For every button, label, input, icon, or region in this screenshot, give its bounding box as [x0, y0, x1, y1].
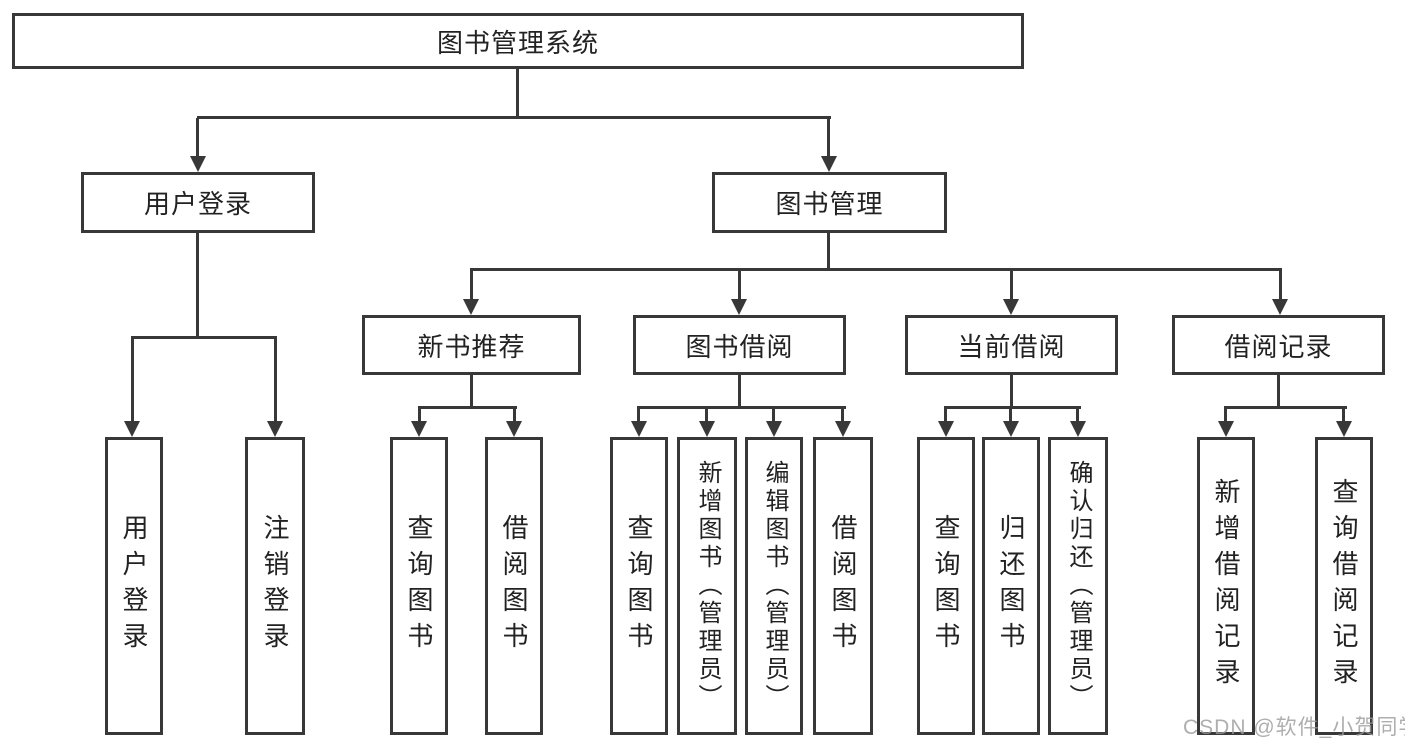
arrowhead-icon — [731, 299, 747, 315]
tree-connector — [1009, 408, 1012, 423]
arrowhead-icon — [267, 421, 283, 437]
tree-connector — [841, 408, 844, 423]
leaf-add-borrow-record: 新增借阅记录 — [1197, 437, 1255, 735]
leaf-borrow-books-recommend: 借阅图书 — [485, 437, 543, 735]
arrowhead-icon — [411, 421, 427, 437]
tree-connector — [513, 408, 516, 423]
tree-connector — [418, 406, 517, 409]
leaf-query-borrow-record: 查询借阅记录 — [1315, 437, 1373, 735]
leaf-borrow-books-borrowing: 借阅图书 — [813, 437, 873, 735]
tree-connector — [827, 233, 830, 270]
arrowhead-icon — [463, 299, 479, 315]
tree-connector — [738, 375, 741, 409]
arrowhead-icon — [190, 156, 206, 172]
tree-connector — [1279, 270, 1282, 299]
tree-connector — [944, 406, 1081, 409]
tree-connector — [1224, 408, 1227, 423]
tree-connector — [196, 233, 199, 339]
arrowhead-icon — [1070, 421, 1086, 437]
node-user-login: 用户登录 — [81, 172, 315, 233]
arrowhead-icon — [938, 421, 954, 437]
tree-connector — [470, 270, 473, 299]
arrowhead-icon — [506, 421, 522, 437]
node-borrowing-records: 借阅记录 — [1172, 315, 1385, 375]
tree-connector — [772, 408, 775, 423]
arrowhead-icon — [1218, 421, 1234, 437]
leaf-edit-book-admin: 编辑图书（管理员） — [745, 437, 803, 735]
arrowhead-icon — [766, 421, 782, 437]
tree-connector — [827, 118, 830, 158]
tree-connector — [637, 408, 640, 423]
tree-connector — [1010, 375, 1013, 409]
tree-connector — [1224, 406, 1347, 409]
tree-connector — [1010, 270, 1013, 299]
tree-connector — [944, 408, 947, 423]
tree-connector — [196, 118, 199, 158]
leaf-query-books-current: 查询图书 — [917, 437, 975, 735]
arrowhead-icon — [821, 156, 837, 172]
tree-connector — [131, 336, 277, 339]
arrowhead-icon — [835, 421, 851, 437]
tree-connector — [516, 68, 519, 118]
node-new-book-recommendation: 新书推荐 — [362, 315, 581, 375]
tree-connector — [705, 408, 708, 423]
arrowhead-icon — [1003, 299, 1019, 315]
tree-connector — [470, 375, 473, 409]
tree-connector — [418, 408, 421, 423]
leaf-return-book: 归还图书 — [982, 437, 1040, 735]
tree-connector — [1342, 408, 1345, 423]
arrowhead-icon — [631, 421, 647, 437]
tree-connector — [274, 338, 277, 422]
tree-connector — [1076, 408, 1079, 423]
leaf-logout: 注销登录 — [245, 437, 305, 735]
arrowhead-icon — [1336, 421, 1352, 437]
tree-connector — [738, 270, 741, 299]
node-book-borrowing: 图书借阅 — [633, 315, 846, 375]
leaf-query-books-borrowing: 查询图书 — [610, 437, 668, 735]
arrowhead-icon — [124, 421, 140, 437]
leaf-user-login: 用户登录 — [105, 437, 163, 735]
arrowhead-icon — [1003, 421, 1019, 437]
leaf-add-book-admin: 新增图书（管理员） — [677, 437, 737, 735]
arrowhead-icon — [1272, 299, 1288, 315]
leaf-query-books-recommend: 查询图书 — [390, 437, 448, 735]
csdn-watermark: CSDN @软件_小贺同学 — [1183, 716, 1405, 739]
node-current-borrowing: 当前借阅 — [905, 315, 1118, 375]
node-book-management: 图书管理 — [712, 172, 947, 233]
tree-connector — [131, 338, 134, 422]
tree-connector — [637, 406, 846, 409]
arrowhead-icon — [699, 421, 715, 437]
tree-connector — [197, 116, 831, 119]
leaf-confirm-return-admin: 确认归还（管理员） — [1048, 437, 1108, 735]
tree-connector — [470, 268, 1282, 271]
node-library-management-system: 图书管理系统 — [12, 13, 1024, 69]
tree-connector — [1277, 375, 1280, 409]
